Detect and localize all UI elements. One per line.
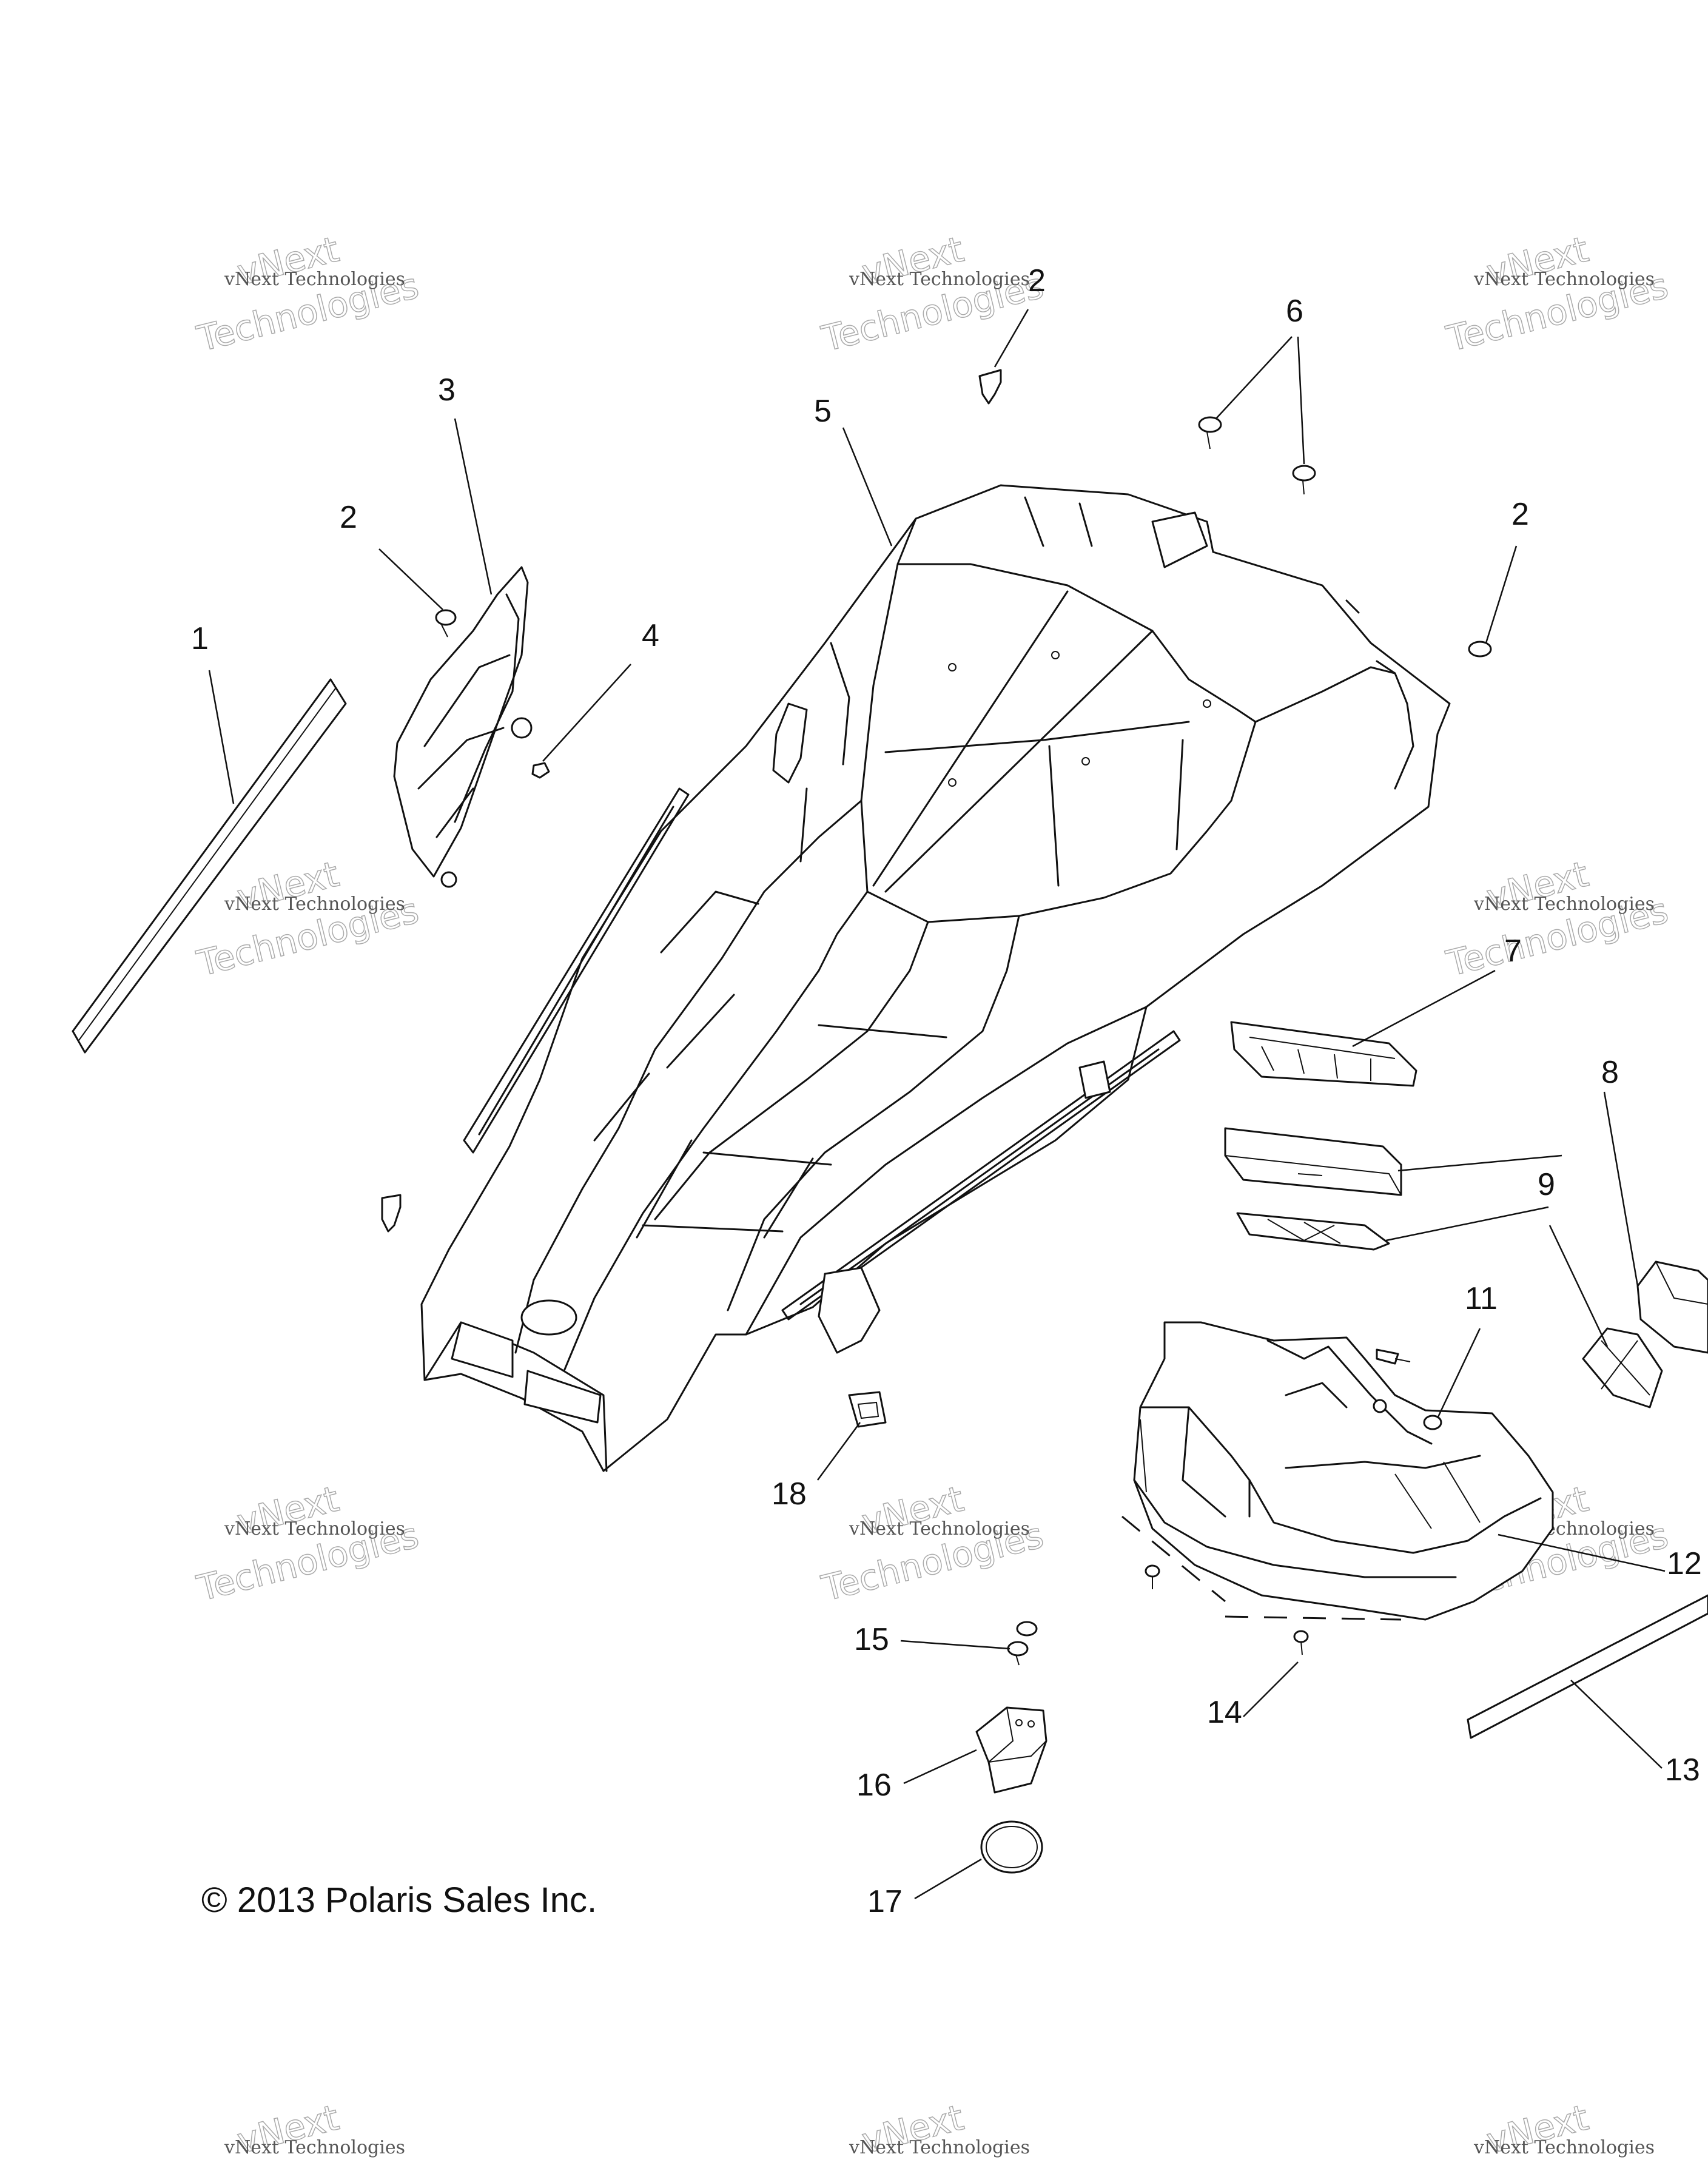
part-16-bracket [975, 1706, 1047, 1794]
watermark-text: vNext Technologies [1473, 2137, 1655, 2158]
watermark-text: vNext Technologies [224, 1518, 405, 1540]
callout-6: 6 [1286, 294, 1303, 329]
watermark: vNext Technologies vNext Technologies [817, 228, 1047, 360]
part-4-nut [531, 762, 550, 779]
callout-1: 1 [191, 621, 209, 656]
callout-15: 15 [854, 1622, 889, 1657]
callout-14: 14 [1207, 1695, 1242, 1730]
callout-16: 16 [856, 1768, 892, 1803]
part-5-hood [420, 484, 1451, 1472]
part-1-decal-strip [72, 678, 347, 1054]
watermark: vNext vNext Technologies [224, 2096, 405, 2162]
watermark-text: vNext Technologies [849, 2137, 1030, 2158]
leader-lines [208, 309, 1666, 1900]
watermark-text: vNext Technologies [224, 893, 405, 915]
part-9-mesh-screen-right [1582, 1327, 1663, 1408]
part-11-screw-b [1423, 1415, 1442, 1430]
part-12-airbox [1133, 1321, 1554, 1621]
part-6-fastener-a [1198, 416, 1222, 449]
watermark-text: vNext Technologies [1473, 893, 1655, 915]
watermark: vNext vNext Technologies [849, 2096, 1030, 2162]
callout-4: 4 [642, 618, 659, 653]
part-8-foam-block-right [1636, 1260, 1708, 1354]
callout-11: 11 [1465, 1281, 1498, 1316]
part-13-decal-strip [1467, 1594, 1708, 1739]
callout-labels: 1 2 2 2 3 4 5 6 7 8 9 11 12 13 14 15 16 … [191, 263, 1702, 1919]
callout-2: 2 [1028, 263, 1046, 298]
watermark-text: vNext Technologies [849, 269, 1030, 290]
watermark: vNext Technologies vNext Technologies [192, 228, 423, 360]
watermark-text: vNext Technologies [224, 269, 405, 290]
callout-18: 18 [772, 1476, 807, 1512]
part-2-fastener-a [435, 609, 457, 638]
callout-5: 5 [814, 394, 832, 429]
part-3-side-panel [393, 566, 533, 888]
watermark: vNext vNext Technologies [1473, 2096, 1655, 2162]
part-15-fastener-b [1016, 1621, 1038, 1637]
part-11-screw-a [1376, 1348, 1411, 1365]
part-8-foam-block [1224, 1127, 1402, 1196]
watermark: vNext Technologies vNext Technologies [1442, 853, 1672, 985]
watermark: vNext Technologies vNext Technologies [192, 1478, 423, 1610]
part-15-fastener-a [1007, 1641, 1029, 1666]
part-6-fastener-b [1292, 465, 1316, 495]
part-2-fastener-b [978, 369, 1002, 405]
callout-7: 7 [1504, 934, 1522, 969]
callout-2: 2 [340, 500, 357, 535]
callout-9: 9 [1538, 1167, 1555, 1202]
callout-8: 8 [1601, 1055, 1619, 1090]
watermark: vNext Technologies vNext Technologies [192, 853, 423, 985]
callout-12: 12 [1667, 1546, 1702, 1581]
callout-17: 17 [867, 1884, 903, 1919]
part-17-o-ring [980, 1820, 1043, 1874]
watermark-text: vNext Technologies [1473, 269, 1655, 290]
callout-2: 2 [1511, 497, 1529, 532]
fastener-rivet [381, 1194, 402, 1233]
part-18-clip [848, 1391, 887, 1428]
watermark-text: vNext Technologies [224, 2137, 405, 2158]
callout-13: 13 [1665, 1752, 1700, 1788]
callout-3: 3 [438, 372, 456, 408]
part-14-screw-a [1145, 1564, 1160, 1589]
watermark-text: vNext Technologies [849, 1518, 1030, 1540]
watermark: vNext Technologies vNext Technologies [1442, 228, 1672, 360]
part-14-screw-b [1293, 1630, 1309, 1655]
copyright-notice: © 2013 Polaris Sales Inc. [201, 1880, 597, 1920]
part-7-grille [1230, 1021, 1417, 1087]
airbox-dashed-outline [1121, 1515, 1402, 1621]
part-2-fastener-c [1468, 641, 1492, 658]
part-9-mesh-screen [1236, 1212, 1390, 1251]
watermark: vNext Technologies vNext Technologies [817, 1478, 1047, 1610]
